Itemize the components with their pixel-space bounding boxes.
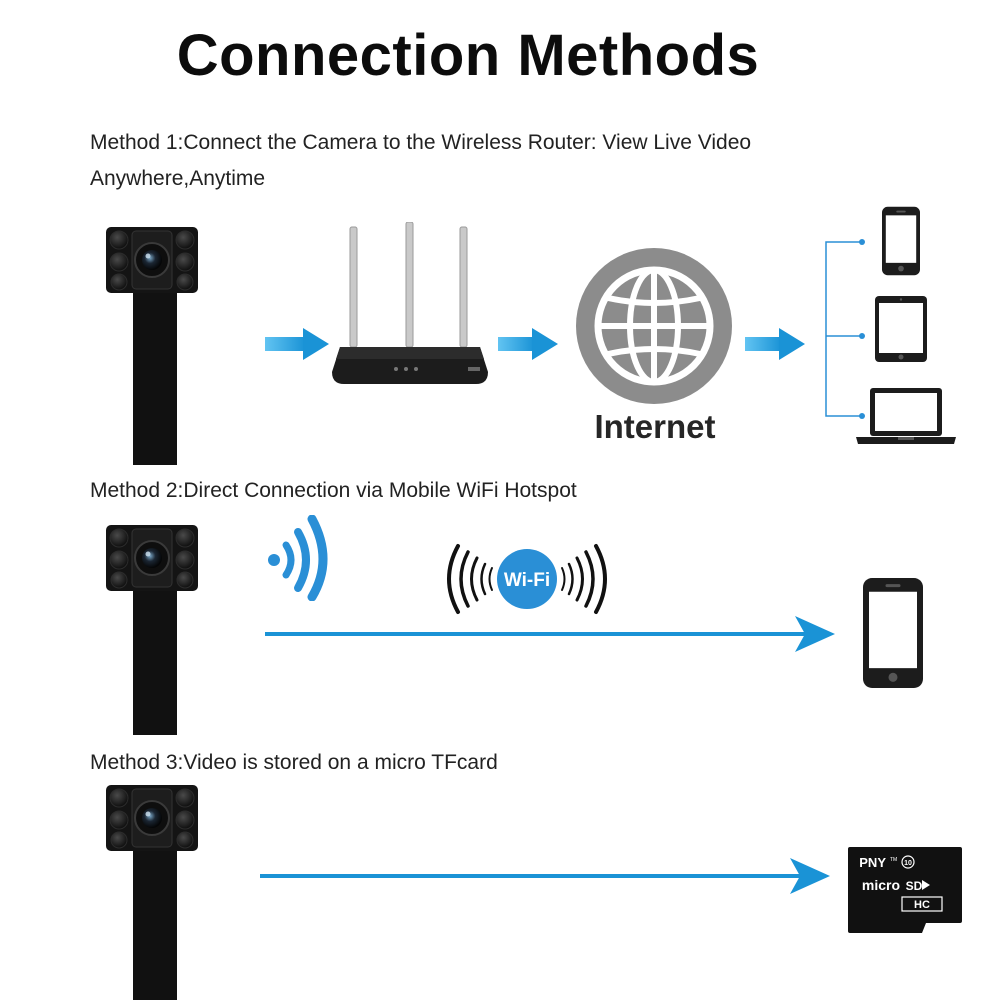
- method-1-label-line-1: Method 1:Connect the Camera to the Wirel…: [90, 131, 752, 154]
- globe-icon: [576, 248, 732, 404]
- camera-module-3: [106, 785, 199, 1000]
- arrow-router-to-internet: [498, 328, 558, 360]
- device-branch-lines: [825, 239, 865, 419]
- internet-label: Internet: [594, 408, 716, 445]
- camera-module-2: [106, 525, 199, 735]
- arrow-camera-to-sd-card: [260, 858, 830, 894]
- sd-card-brand-suffix: TM: [890, 857, 897, 863]
- page-title: Connection Methods: [176, 23, 760, 88]
- method-2-label: Method 2:Direct Connection via Mobile Wi…: [90, 479, 577, 502]
- sd-card-capacity: HC: [914, 899, 930, 911]
- smartphone-icon: [882, 206, 920, 276]
- wireless-router: [332, 222, 488, 384]
- arrow-internet-to-devices: [745, 328, 805, 360]
- micro-sd-card-icon: PNY TM 10 micro SD HC: [848, 847, 962, 933]
- wifi-broadcast-icon: Wi-Fi: [447, 544, 607, 614]
- sd-card-class: 10: [904, 860, 912, 867]
- method-1-label-line-2: Anywhere,Anytime: [90, 167, 266, 190]
- sd-card-brand: PNY: [859, 855, 886, 870]
- tablet-icon: [875, 296, 927, 362]
- method-3-label: Method 3:Video is stored on a micro TFca…: [90, 751, 498, 774]
- sd-card-format: SD: [906, 879, 923, 893]
- wifi-signal-icon: [268, 515, 328, 601]
- method-1-label: Method 1:Connect the Camera to the Wirel…: [90, 125, 890, 197]
- wifi-badge-label: Wi-Fi: [504, 570, 550, 591]
- sd-card-type: micro: [862, 877, 900, 893]
- camera-module-1: [106, 227, 199, 465]
- smartphone-icon-method-2: [863, 578, 923, 688]
- arrow-camera-to-phone: [265, 616, 835, 652]
- arrow-camera-to-router: [265, 328, 329, 360]
- laptop-icon: [856, 388, 956, 444]
